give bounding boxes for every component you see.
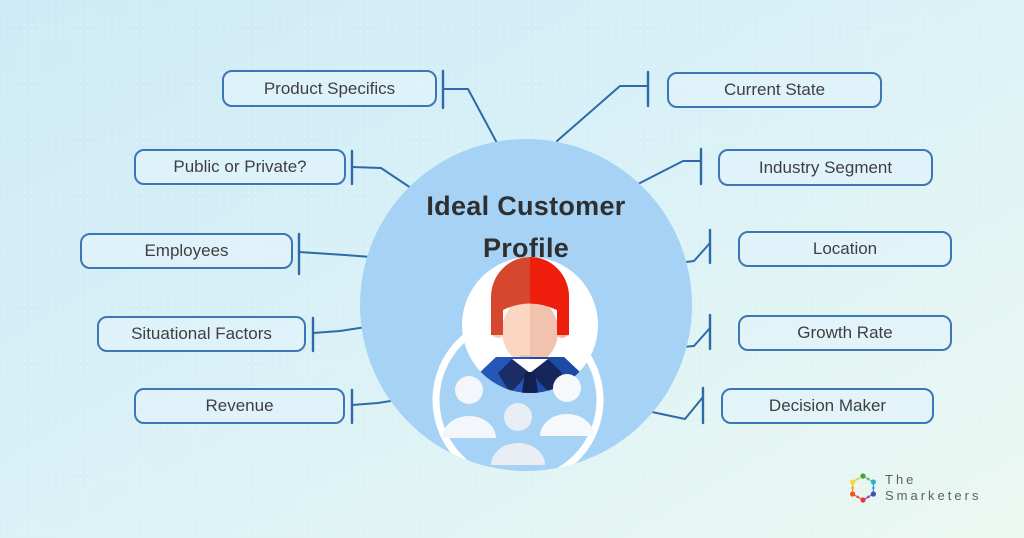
node-employees: Employees: [80, 233, 293, 269]
connector-branches: [298, 85, 711, 420]
node-growth-rate: Growth Rate: [738, 315, 952, 351]
node-industry-segment: Industry Segment: [718, 149, 933, 186]
logo-text-line1: The: [885, 472, 917, 487]
node-public-or-private: Public or Private?: [134, 149, 346, 185]
node-label: Industry Segment: [758, 157, 893, 177]
node-situational-factors: Situational Factors: [97, 316, 306, 352]
node-label: Product Specifics: [263, 78, 396, 98]
logo-text: The Smarketers: [885, 472, 981, 504]
node-label: Public or Private?: [173, 157, 307, 176]
node-label: Situational Factors: [131, 324, 272, 343]
node-label: Location: [812, 239, 878, 258]
smarketers-logo: The Smarketers: [845, 470, 981, 506]
node-label: Revenue: [205, 396, 274, 415]
connector-ticks: [297, 69, 712, 425]
node-product-specifics: Product Specifics: [222, 70, 437, 107]
smarketers-hex-logo-icon: [850, 473, 876, 503]
node-label: Decision Maker: [768, 396, 887, 415]
node-current-state: Current State: [667, 72, 882, 108]
center-circle: Ideal Customer Profile: [360, 139, 692, 471]
node-decision-maker: Decision Maker: [721, 388, 934, 424]
logo-text-line2: Smarketers: [885, 488, 982, 503]
node-location: Location: [738, 231, 952, 267]
node-label: Growth Rate: [797, 323, 893, 342]
node-label: Current State: [723, 80, 826, 99]
diagram-title-line1: Ideal Customer: [426, 191, 626, 221]
node-revenue: Revenue: [134, 388, 345, 424]
node-label: Employees: [144, 241, 229, 260]
person-avatar-with-team-icon: [432, 257, 604, 471]
team-members-icon: [442, 374, 594, 465]
